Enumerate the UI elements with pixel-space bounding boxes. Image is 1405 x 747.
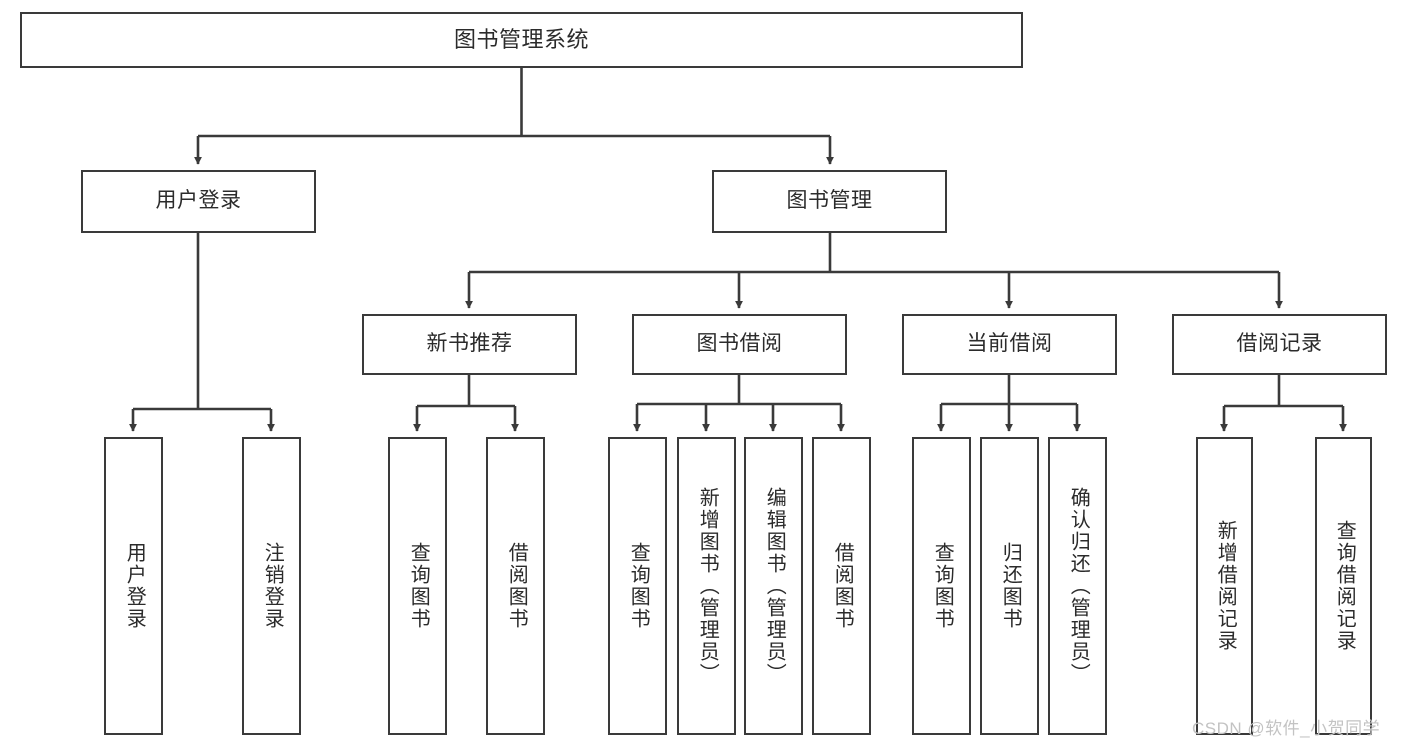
node-borrow-record-label: 借阅记录 [1236, 332, 1323, 356]
leaf-edit-book[interactable]: 编辑图书（管理员） [744, 437, 803, 735]
node-user-login[interactable]: 用户登录 [81, 170, 316, 233]
node-new-book-recommend[interactable]: 新书推荐 [362, 314, 577, 375]
node-current-borrow[interactable]: 当前借阅 [902, 314, 1117, 375]
leaf-query-book-1[interactable]: 查询图书 [388, 437, 447, 735]
leaf-borrow-book-1[interactable]: 借阅图书 [486, 437, 545, 735]
leaf-borrow-book-2[interactable]: 借阅图书 [812, 437, 871, 735]
node-book-borrow[interactable]: 图书借阅 [632, 314, 847, 375]
csdn-watermark: CSDN @软件_小贺同学 [1192, 719, 1381, 738]
leaf-confirm-return[interactable]: 确认归还（管理员） [1048, 437, 1107, 735]
leaf-query-record-label: 查询借阅记录 [1333, 520, 1356, 652]
leaf-return-book-label: 归还图书 [999, 542, 1022, 630]
leaf-user-logout[interactable]: 注销登录 [242, 437, 301, 735]
leaf-add-book[interactable]: 新增图书（管理员） [677, 437, 736, 735]
node-user-login-label: 用户登录 [155, 189, 242, 213]
leaf-query-record[interactable]: 查询借阅记录 [1315, 437, 1372, 735]
leaf-user-login[interactable]: 用户登录 [104, 437, 163, 735]
node-current-borrow-label: 当前借阅 [966, 332, 1053, 356]
leaf-add-record[interactable]: 新增借阅记录 [1196, 437, 1253, 735]
node-new-book-recommend-label: 新书推荐 [426, 332, 513, 356]
leaf-query-book-3-label: 查询图书 [931, 542, 954, 630]
leaf-borrow-book-1-label: 借阅图书 [505, 542, 528, 630]
leaf-query-book-2[interactable]: 查询图书 [608, 437, 667, 735]
leaf-return-book[interactable]: 归还图书 [980, 437, 1039, 735]
node-book-management[interactable]: 图书管理 [712, 170, 947, 233]
node-root-label: 图书管理系统 [453, 27, 589, 53]
leaf-query-book-1-label: 查询图书 [407, 542, 430, 630]
node-book-borrow-label: 图书借阅 [696, 332, 783, 356]
leaf-confirm-return-label: 确认归还（管理员） [1067, 487, 1090, 685]
leaf-add-book-label: 新增图书（管理员） [696, 487, 719, 685]
leaf-user-login-label: 用户登录 [123, 542, 146, 630]
leaf-user-logout-label: 注销登录 [261, 542, 284, 630]
node-book-management-label: 图书管理 [786, 189, 873, 213]
leaf-edit-book-label: 编辑图书（管理员） [763, 487, 786, 685]
node-borrow-record[interactable]: 借阅记录 [1172, 314, 1387, 375]
node-root[interactable]: 图书管理系统 [20, 12, 1023, 68]
leaf-add-record-label: 新增借阅记录 [1214, 520, 1237, 652]
leaf-borrow-book-2-label: 借阅图书 [831, 542, 854, 630]
leaf-query-book-3[interactable]: 查询图书 [912, 437, 971, 735]
leaf-query-book-2-label: 查询图书 [627, 542, 650, 630]
